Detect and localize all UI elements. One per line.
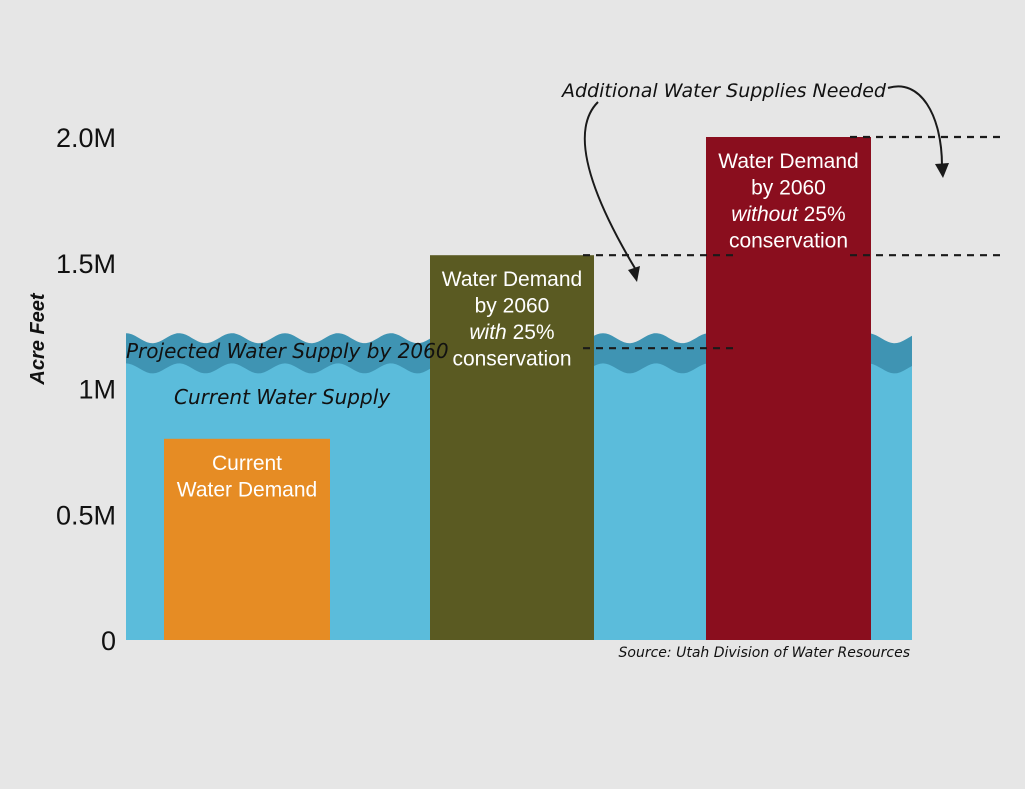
y-tick-label: 1M	[78, 375, 116, 405]
annotation-arrowhead-right	[935, 163, 949, 178]
bar-label-1-line-0: Water Demand	[442, 268, 582, 291]
bar-2	[706, 137, 871, 640]
bar-label-2-line-2: without 25%	[731, 203, 845, 226]
bar-label-part: conservation	[729, 230, 848, 253]
bar-0	[164, 438, 330, 640]
y-tick-label: 0	[101, 626, 116, 656]
bar-label-0-line-0: Current	[212, 452, 282, 475]
bar-1	[430, 255, 594, 640]
annotation-arrow-right	[887, 85, 943, 167]
bar-label-part: with	[469, 321, 506, 344]
y-tick-label: 0.5M	[56, 500, 116, 530]
bar-label-part: by 2060	[475, 295, 550, 318]
bar-label-part: Current	[212, 452, 282, 475]
additional-supplies-annotation: Additional Water Supplies Needed	[560, 80, 887, 102]
bar-label-1-line-1: by 2060	[475, 295, 550, 318]
annotation-arrow-left	[583, 101, 637, 271]
annotation-arrowhead-left	[628, 266, 640, 282]
bar-label-2-line-0: Water Demand	[718, 150, 858, 173]
bar-label-part: without	[731, 203, 799, 226]
source-note: Source: Utah Division of Water Resources	[619, 645, 910, 661]
bar-label-0-line-1: Water Demand	[177, 478, 317, 501]
y-tick-label: 2.0M	[56, 123, 116, 153]
bar-label-part: by 2060	[751, 177, 826, 200]
y-axis-title: Acre Feet	[27, 292, 49, 385]
projected-supply-label: Projected Water Supply by 2060	[126, 339, 449, 363]
bar-label-part: 25%	[798, 203, 846, 226]
bar-label-part: conservation	[452, 348, 571, 371]
bar-label-part: Water Demand	[177, 478, 317, 501]
bar-label-part: Water Demand	[718, 150, 858, 173]
bar-label-1-line-2: with 25%	[469, 321, 554, 344]
bar-label-2-line-3: conservation	[729, 230, 848, 253]
bar-label-2-line-1: by 2060	[751, 177, 826, 200]
bar-label-part: Water Demand	[442, 268, 582, 291]
bar-label-1-line-3: conservation	[452, 348, 571, 371]
bar-label-part: 25%	[507, 321, 555, 344]
y-tick-label: 1.5M	[56, 249, 116, 279]
current-supply-label: Current Water Supply	[174, 385, 391, 409]
